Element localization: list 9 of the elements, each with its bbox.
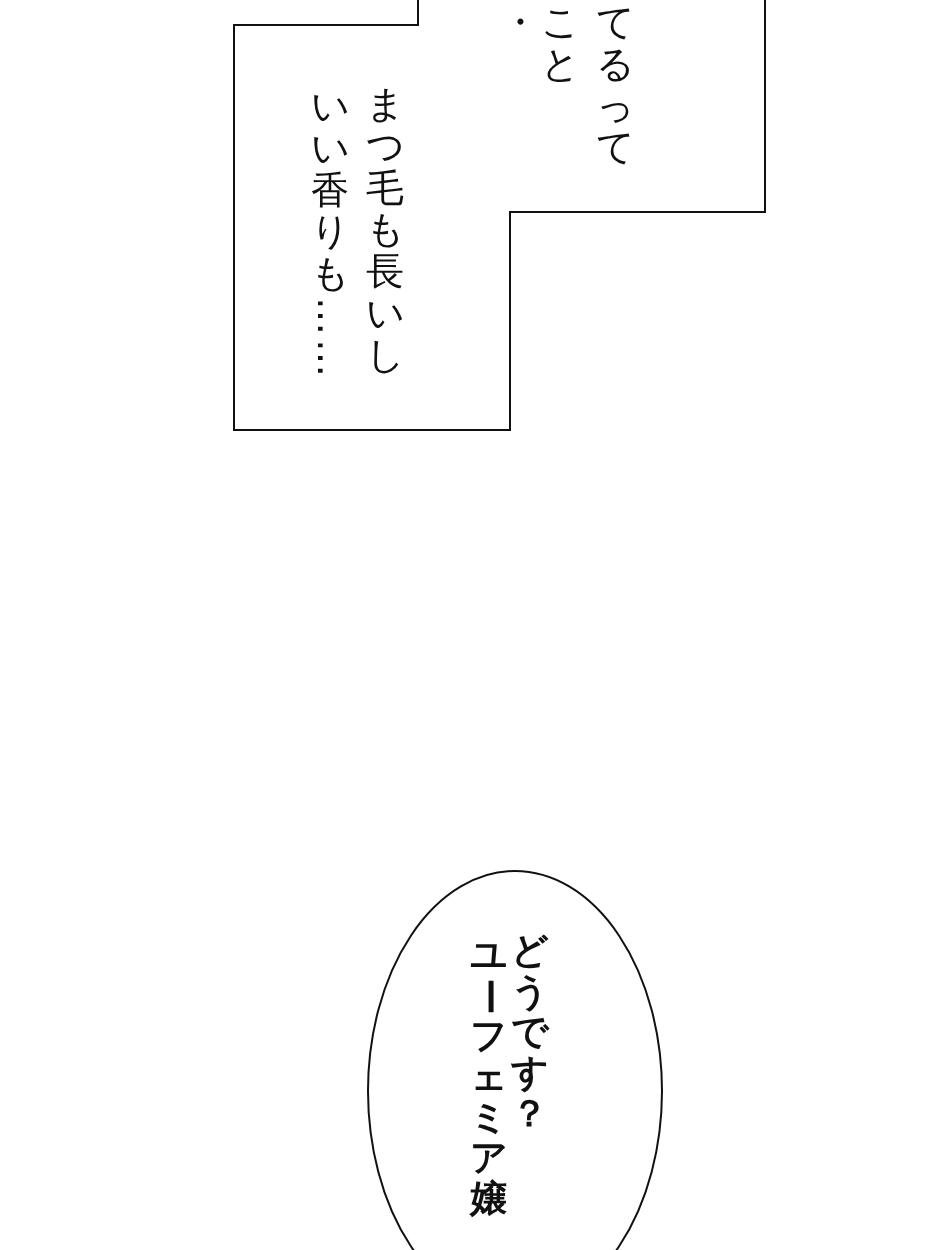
speech-bubble [233, 0, 767, 432]
dialogue-text: てるって [596, 2, 634, 170]
dialogue-text: ・ [501, 2, 539, 44]
dialogue-text: まつ毛も長いし [366, 84, 404, 377]
dialogue-text: いい香りも…… [311, 86, 349, 379]
dialogue-text: どうです？ [511, 931, 548, 1135]
dialogue-text: ユーフェミア嬢 [470, 935, 507, 1220]
speech-bubble [366, 869, 664, 1250]
dialogue-text: こと [541, 2, 579, 86]
